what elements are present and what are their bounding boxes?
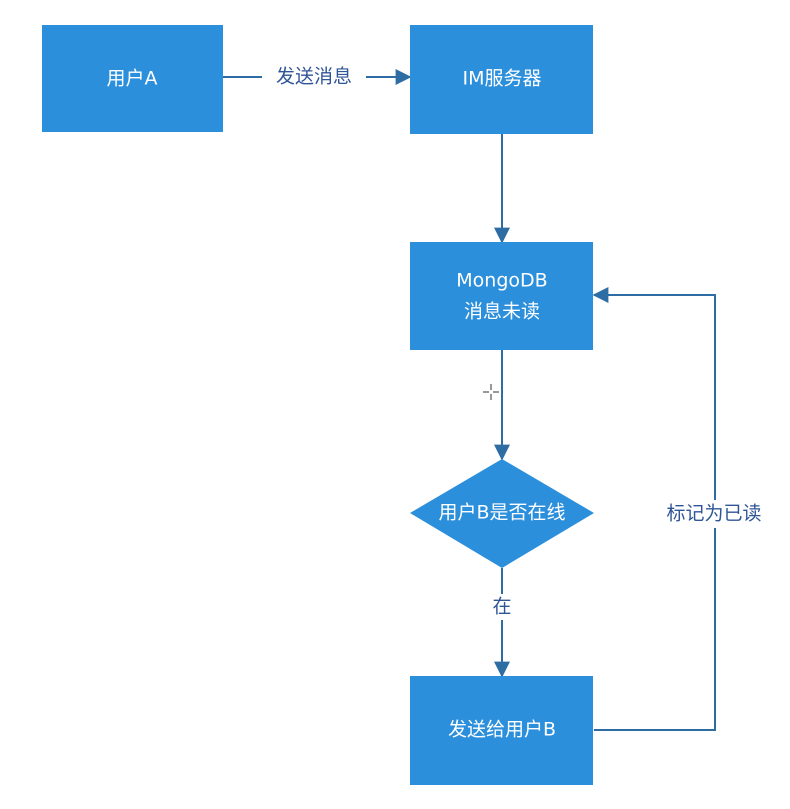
- edge-label-bg-send: [262, 62, 366, 90]
- node-send-to-b-label: 发送给用户B: [448, 719, 556, 741]
- node-user-a-label: 用户A: [107, 68, 158, 90]
- node-user-a: [42, 25, 223, 132]
- node-decision-label: 用户B是否在线: [438, 502, 565, 524]
- edge-label-mark-read: 标记为已读: [666, 503, 761, 525]
- edge-label-send-message: 发送消息: [276, 66, 352, 88]
- node-mongodb: [410, 242, 593, 350]
- node-mongodb-title: MongoDB: [456, 270, 547, 292]
- edge-label-bg-online: [488, 594, 516, 620]
- crosshair-cursor-icon: [483, 384, 499, 400]
- node-im-server: [410, 25, 593, 134]
- node-mongodb-subtitle: 消息未读: [464, 301, 540, 323]
- node-send-to-b: [410, 676, 593, 785]
- node-im-server-label: IM服务器: [463, 68, 542, 90]
- node-decision: [410, 459, 594, 568]
- edge-label-online: 在: [492, 596, 511, 618]
- edge-label-bg-mark-read: [653, 500, 775, 528]
